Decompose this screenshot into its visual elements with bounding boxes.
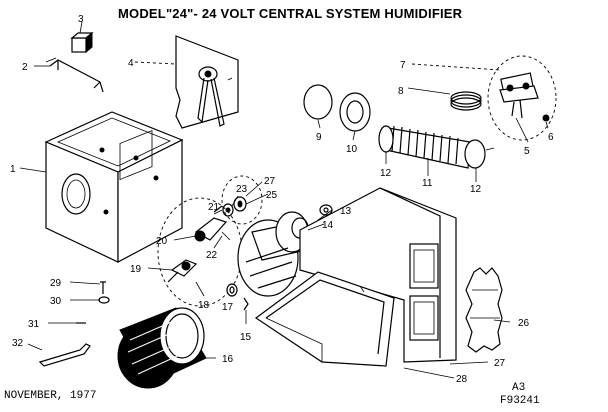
part-16-media-drum [117,307,207,389]
part-29-screw [100,281,106,294]
callout-20: 20 [156,236,168,247]
callout-7: 7 [400,60,406,71]
diagram-code-a: A3 [512,382,526,394]
part-9-disc [303,84,333,120]
callout-16: 16 [222,354,234,365]
part-25-fitting [221,175,263,225]
part-26-element-pad [465,267,503,353]
part-11-duct [378,125,495,169]
callout-26: 26 [518,318,530,329]
callout-15: 15 [240,332,252,343]
part-2-bracket [45,57,104,93]
part-27-cover [299,187,457,363]
callout-11: 11 [422,178,433,189]
callout-18: 18 [198,300,210,311]
part-7-motor-assembly [487,55,557,141]
callout-32: 32 [12,338,24,349]
diagram-date: NOVEMBER, 1977 [4,390,97,402]
part-8-clamp [450,91,482,111]
callout-6: 6 [548,132,554,143]
callout-23: 23 [236,184,248,195]
part-30-washer [98,296,110,304]
callout-31: 31 [28,319,40,330]
leader-lines [19,21,549,379]
callout-9: 9 [316,132,322,143]
callout-25: 25 [266,190,278,201]
callout-27-bottom: 27 [494,358,506,369]
part-10-ring [339,92,371,132]
callout-19: 19 [130,264,142,275]
part-32-bracket [38,343,91,367]
part-17-bushing [226,283,238,297]
callout-27-top: 27 [264,176,276,187]
callout-12-left: 12 [380,168,392,179]
part-3-knob [70,31,94,54]
callout-3: 3 [78,14,84,25]
diagram-code-b: F93241 [500,395,540,407]
part-14-drum-frame [237,211,309,297]
callout-labels: 3 2 4 1 7 8 9 10 12 11 12 5 6 27 25 23 2… [10,14,554,385]
callout-10: 10 [346,144,358,155]
callout-21: 21 [208,202,220,213]
callout-4: 4 [128,58,134,69]
callout-14: 14 [322,220,334,231]
callout-17: 17 [222,302,234,313]
callout-1: 1 [10,164,16,175]
callout-2: 2 [22,62,28,73]
part-28-water-pan [254,271,395,367]
part-20-valve [194,205,231,242]
callout-13: 13 [340,206,352,217]
callout-28: 28 [456,374,468,385]
part-4-damper-plate [175,35,239,129]
diagram-title: MODEL"24"- 24 VOLT CENTRAL SYSTEM HUMIDI… [118,6,463,21]
part-15-clip [243,297,249,311]
callout-29: 29 [50,278,62,289]
callout-8: 8 [398,86,404,97]
callout-12-right: 12 [470,184,482,195]
callout-5: 5 [524,146,530,157]
part-1-housing [44,111,184,263]
callout-22: 22 [206,250,218,261]
callout-30: 30 [50,296,62,307]
